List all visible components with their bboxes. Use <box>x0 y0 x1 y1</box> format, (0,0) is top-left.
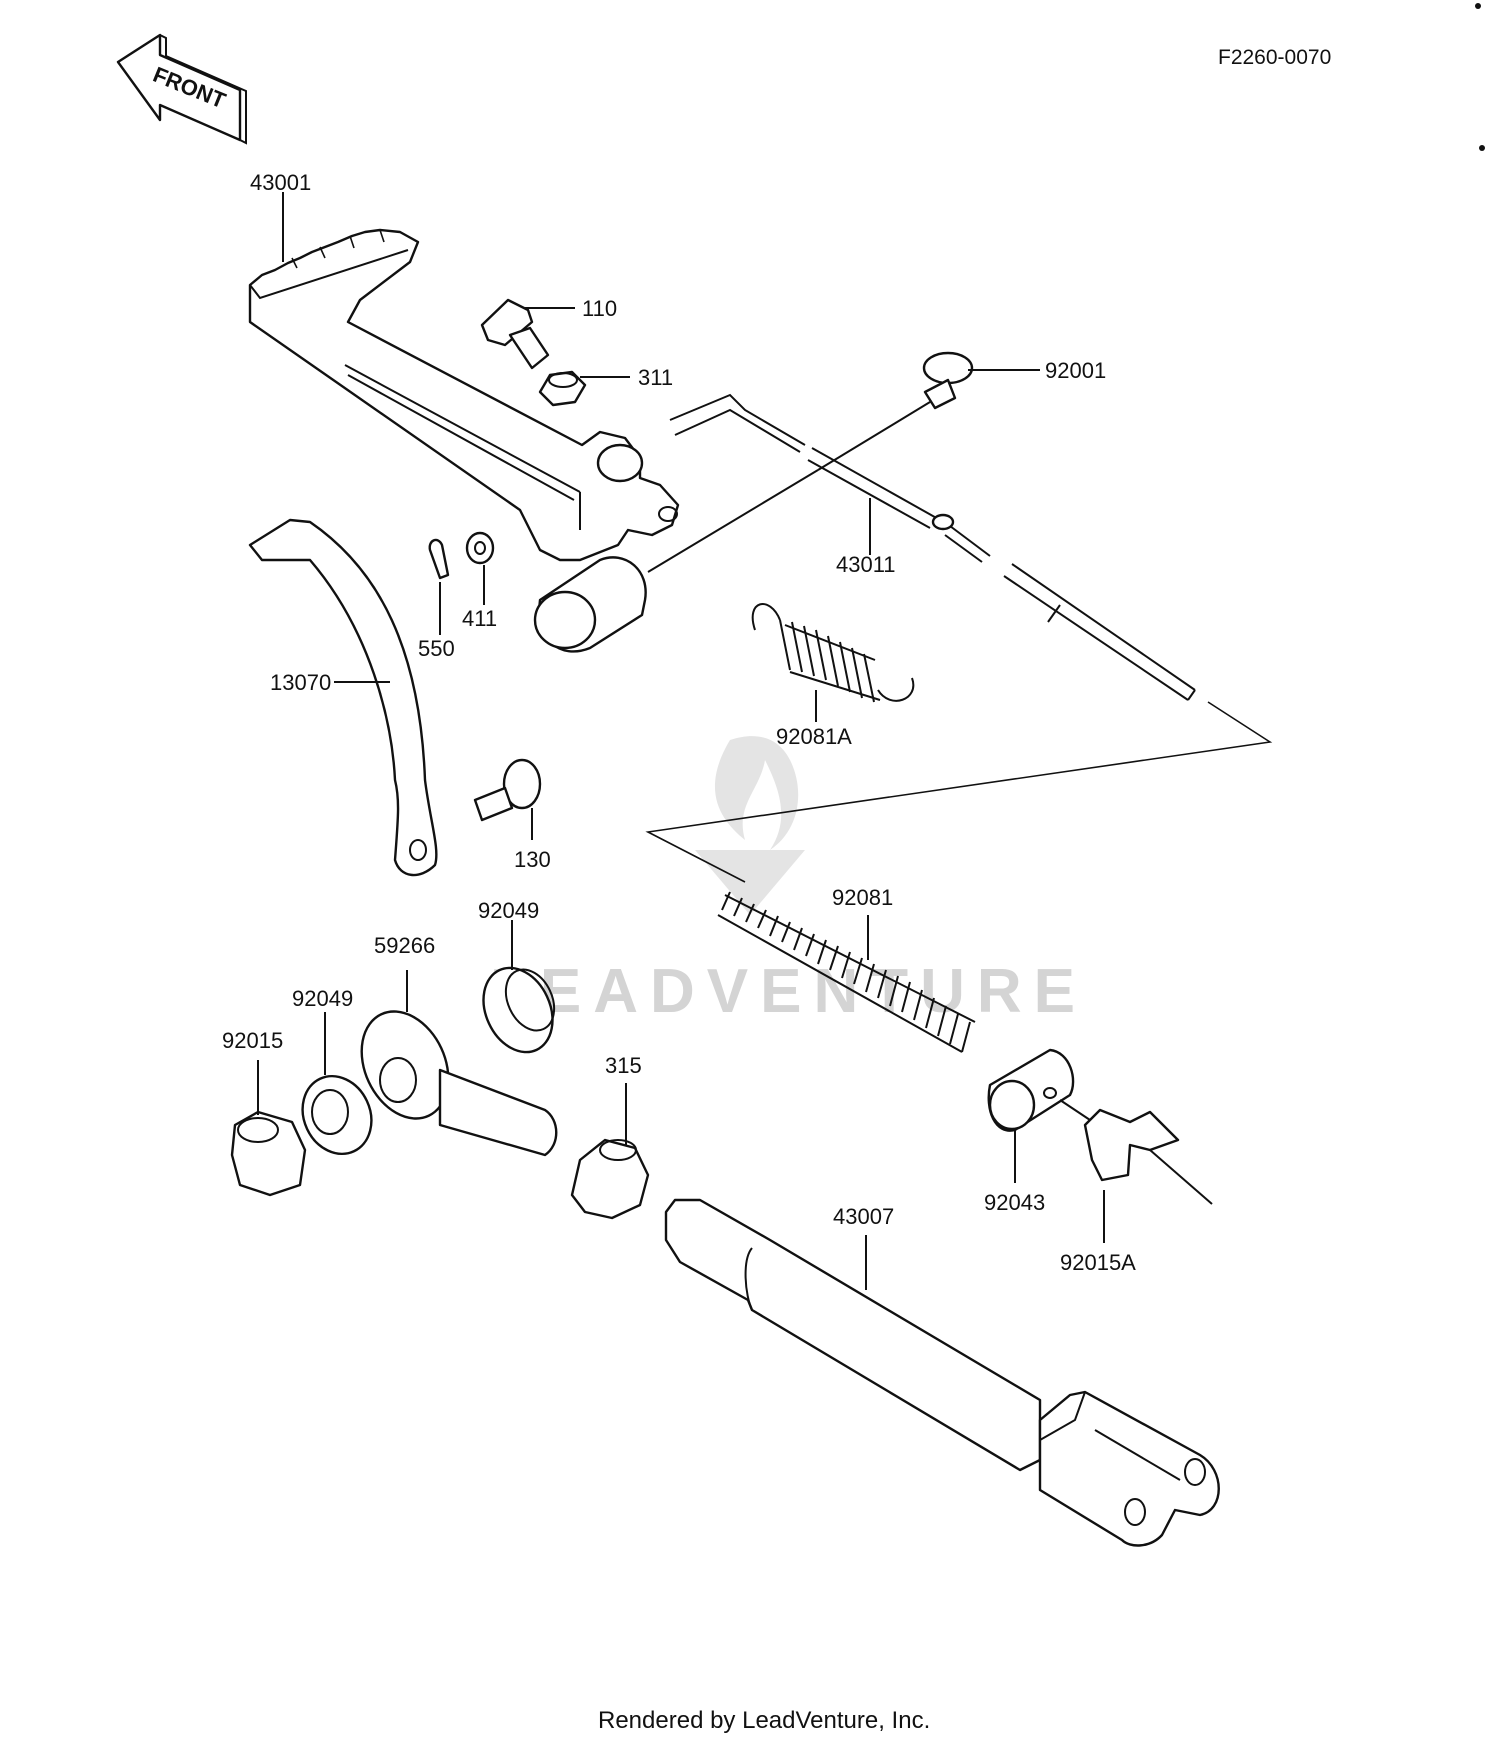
part-label-110: 110 <box>582 296 617 321</box>
brake-pedal-43001 <box>248 228 680 653</box>
washer-92049-lower <box>301 1074 373 1156</box>
part-label-92081A: 92081A <box>776 724 852 749</box>
watermark-flame-icon <box>714 736 799 850</box>
reference-line-right <box>1149 1149 1213 1205</box>
part-label-92001: 92001 <box>1045 358 1106 383</box>
nut-311 <box>538 370 587 407</box>
part-label-43001: 43001 <box>250 170 311 195</box>
watermark-v-icon <box>695 850 805 915</box>
washer-92049-upper <box>482 966 556 1054</box>
corner-dot-top <box>1475 3 1481 9</box>
part-label-92049-upper: 92049 <box>478 898 539 923</box>
part-label-92049-lower: 92049 <box>292 986 353 1011</box>
bolt-92001 <box>922 351 974 410</box>
part-label-13070: 13070 <box>270 670 331 695</box>
rod-13070 <box>248 518 438 877</box>
rod-end-59266 <box>360 1010 558 1157</box>
cotter-pin-550 <box>428 538 450 580</box>
part-label-315: 315 <box>605 1053 642 1078</box>
part-label-43011: 43011 <box>836 552 896 577</box>
washer-411 <box>465 531 495 565</box>
part-label-92081: 92081 <box>832 885 893 910</box>
diagram-code: F2260-0070 <box>1218 46 1331 69</box>
part-label-59266: 59266 <box>374 933 435 958</box>
part-label-411: 411 <box>462 606 497 631</box>
watermark-text: LEADVENTURE <box>490 957 1087 1026</box>
rod-43007 <box>664 1198 1220 1547</box>
bolt-130 <box>473 758 542 822</box>
spring-92081A <box>751 603 915 703</box>
part-label-130: 130 <box>514 847 551 872</box>
part-label-92015: 92015 <box>222 1028 283 1053</box>
spring-92081 <box>717 891 976 1053</box>
rod-43011 <box>647 393 1196 701</box>
wing-nut-92015A <box>1059 1099 1180 1182</box>
part-label-92043: 92043 <box>984 1190 1045 1215</box>
front-arrow: FRONT <box>116 33 247 145</box>
reference-lines <box>645 701 1273 883</box>
nut-315 <box>570 1138 650 1220</box>
part-label-550: 550 <box>418 636 455 661</box>
bolt-110 <box>480 298 550 370</box>
collar-92043 <box>987 1048 1075 1132</box>
part-label-92015A: 92015A <box>1060 1250 1136 1275</box>
part-label-43007: 43007 <box>833 1204 894 1229</box>
corner-dot-mid <box>1479 145 1485 151</box>
part-label-311: 311 <box>638 365 673 390</box>
footer-credit: Rendered by LeadVenture, Inc. <box>598 1707 930 1734</box>
nut-92015 <box>230 1110 307 1197</box>
watermark: LEADVENTURE <box>490 736 1087 1026</box>
